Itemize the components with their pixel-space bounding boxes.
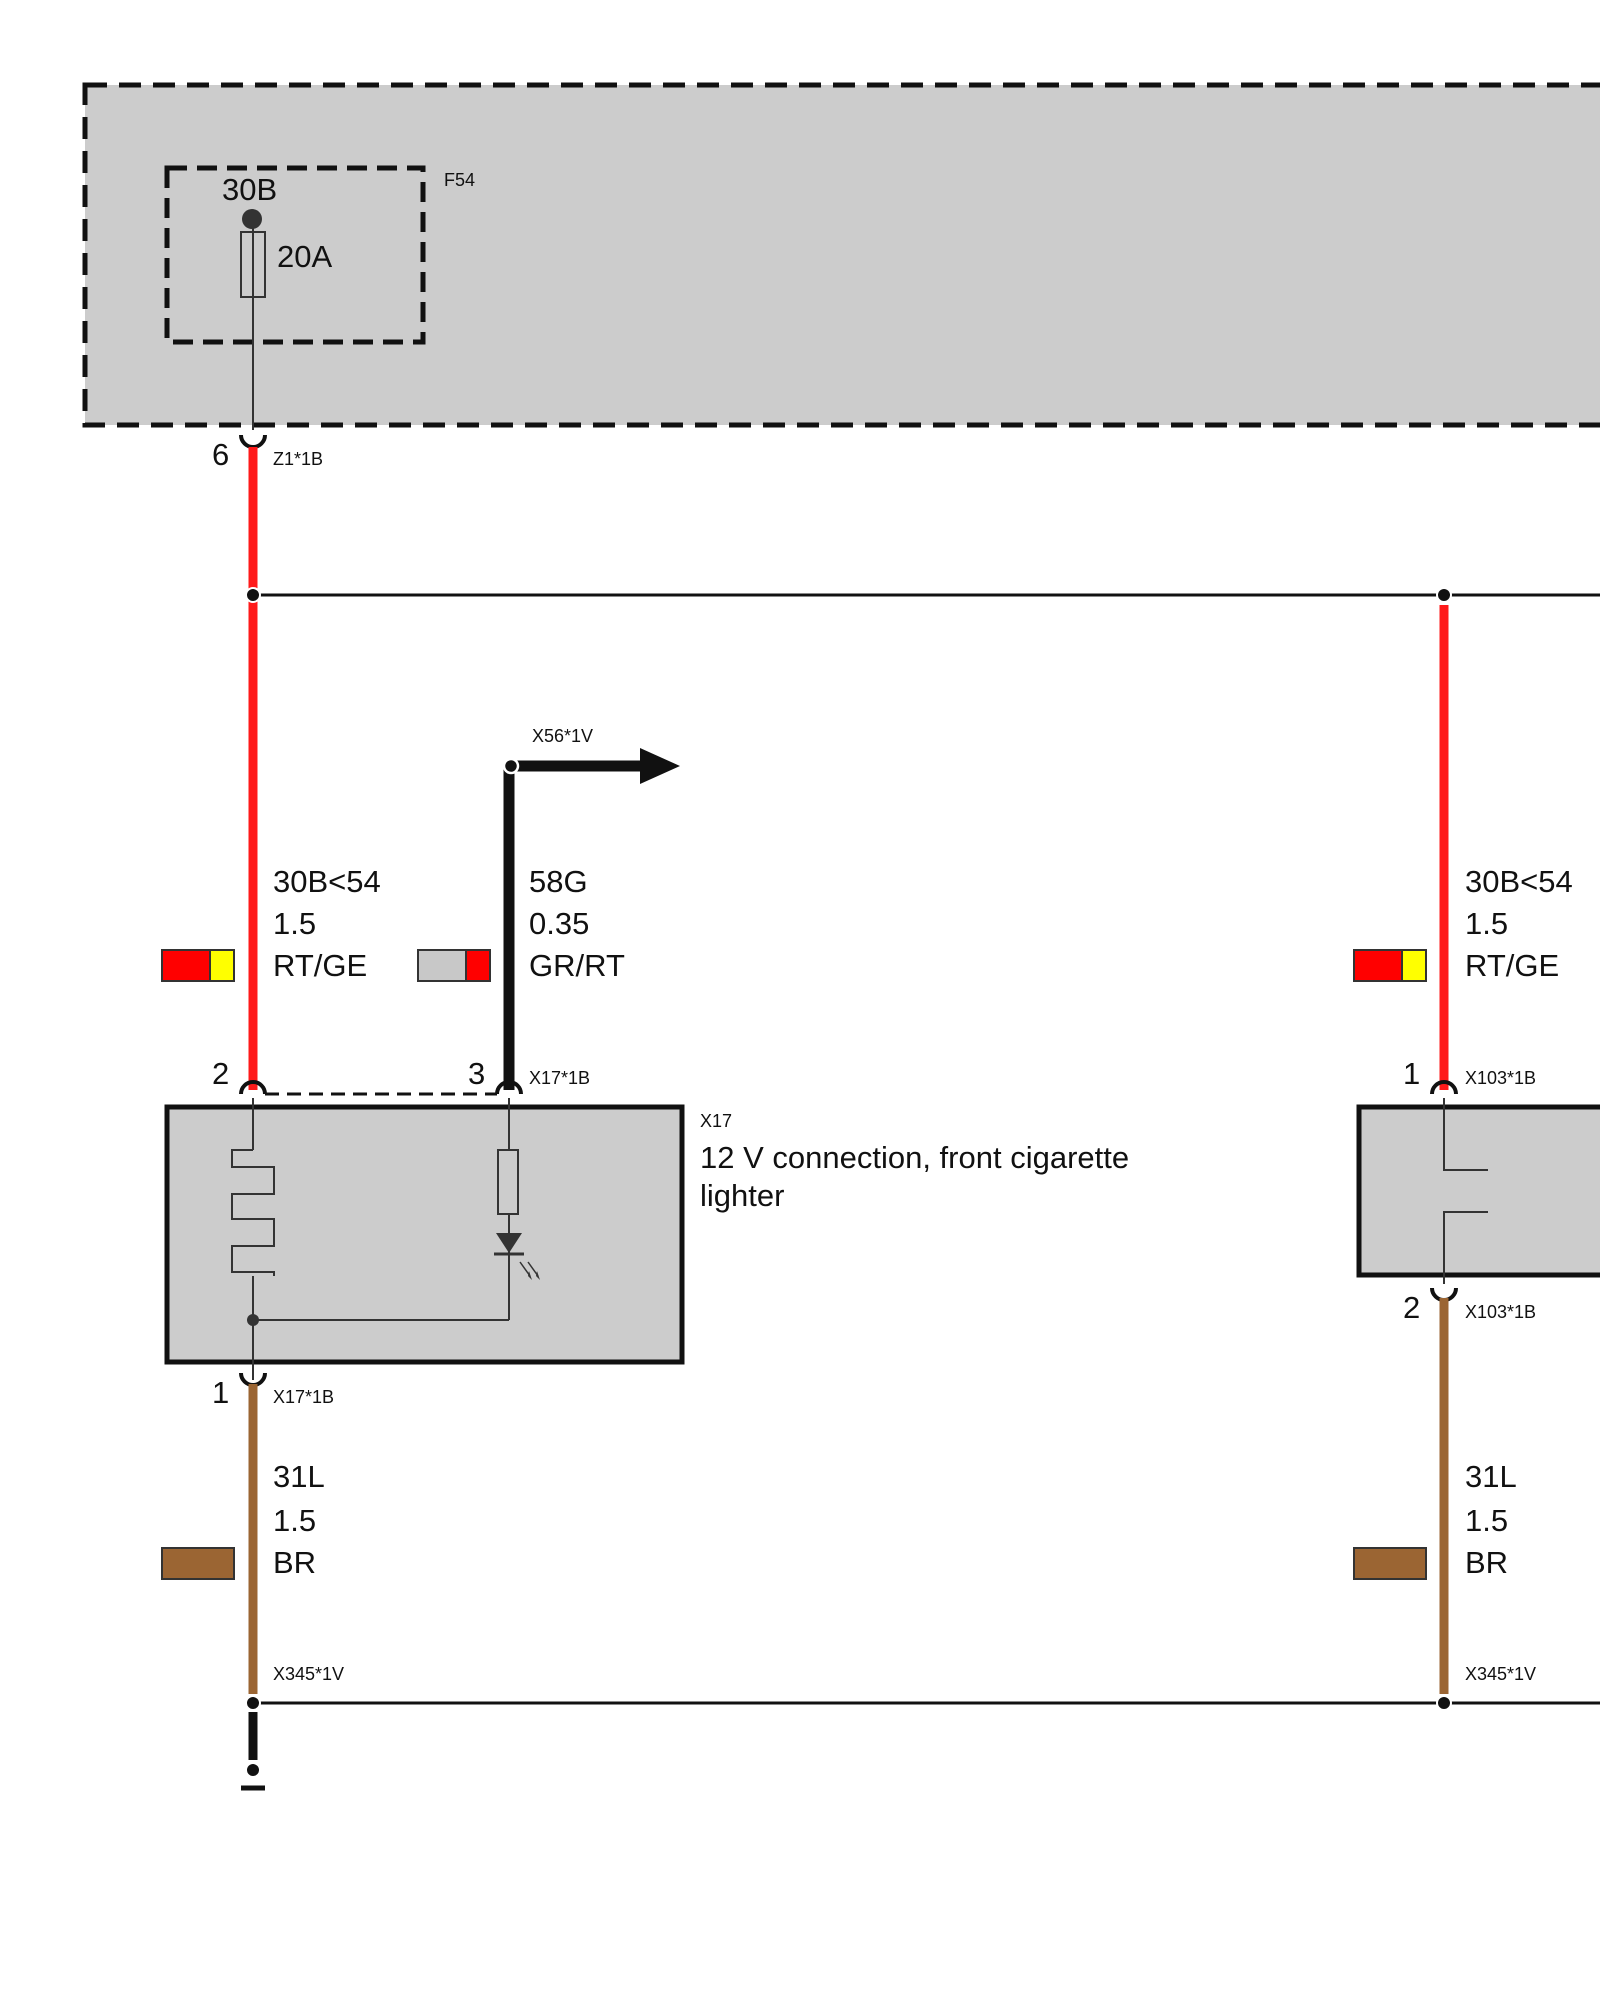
right-supply-color-swatch — [1353, 949, 1427, 982]
arrow-right-icon — [640, 748, 680, 784]
ground-bus-line — [245, 1695, 1600, 1711]
left-ground-color-swatch — [161, 1547, 235, 1580]
fuse-box-id: F54 — [444, 170, 475, 190]
x17-top-connector-id: X17*1B — [529, 1068, 590, 1088]
x103-bottom-connector-id: X103*1B — [1465, 1302, 1536, 1322]
light-wire-color-code: GR/RT — [529, 948, 625, 983]
x17-pin3-label: 3 — [468, 1056, 485, 1091]
supply-bus-line — [245, 587, 1600, 603]
light-wire-size: 0.35 — [529, 906, 589, 941]
z1-pin-label: 6 — [212, 437, 229, 472]
x56-connector-id: X56*1V — [532, 726, 593, 746]
right-ground-labels: 31L 1.5 BR X345*1V — [1353, 1459, 1536, 1684]
right-supply-color-code: RT/GE — [1465, 948, 1559, 983]
x17-top-pins: 2 3 X17*1B — [212, 1056, 590, 1096]
component-id: X17 — [700, 1111, 732, 1131]
left-supply-labels: 30B<54 1.5 RT/GE — [161, 864, 381, 983]
x345-right-connector-id: X345*1V — [1465, 1664, 1536, 1684]
right-ground-color-code: BR — [1465, 1545, 1508, 1580]
x345-left-connector-id: X345*1V — [273, 1664, 344, 1684]
component-name-line2: lighter — [700, 1178, 784, 1213]
connector-z1: 6 Z1*1B — [212, 434, 323, 472]
z1-connector-id: Z1*1B — [273, 449, 323, 469]
x103-pin1-label: 1 — [1403, 1056, 1420, 1091]
right-supply-signal: 30B<54 — [1465, 864, 1573, 899]
left-supply-size: 1.5 — [273, 906, 316, 941]
light-wire: X56*1V — [502, 726, 680, 1090]
cigarette-lighter-component: X17 12 V connection, front cigarette lig… — [164, 1098, 1129, 1380]
light-wire-labels: 58G 0.35 GR/RT — [417, 864, 625, 983]
led-icon — [494, 1233, 540, 1280]
left-supply-color-code: RT/GE — [273, 948, 367, 983]
right-supply-labels: 30B<54 1.5 RT/GE — [1353, 864, 1573, 983]
component-name-line1: 12 V connection, front cigarette — [700, 1140, 1129, 1175]
left-ground-labels: 31L 1.5 BR X345*1V — [161, 1459, 344, 1684]
left-ground-color-code: BR — [273, 1545, 316, 1580]
heating-element-icon — [231, 1149, 275, 1276]
right-ground-signal: 31L — [1465, 1459, 1517, 1494]
x17-pin2-label: 2 — [212, 1056, 229, 1091]
resistor-icon — [497, 1149, 519, 1215]
right-supply-size: 1.5 — [1465, 906, 1508, 941]
left-supply-color-swatch — [161, 949, 235, 982]
light-wire-signal: 58G — [529, 864, 588, 899]
fuse-terminal-label: 30B — [222, 172, 277, 207]
ground-icon — [241, 1712, 265, 1791]
x17-bottom-pin: 1 X17*1B — [212, 1372, 334, 1410]
x103-component: 1 X103*1B 2 X103*1B — [1356, 1056, 1600, 1325]
fuse-rating-label: 20A — [277, 239, 332, 274]
fuse-box: F54 30B 20A — [82, 82, 1600, 430]
light-wire-color-swatch — [417, 949, 491, 982]
right-ground-color-swatch — [1353, 1547, 1427, 1580]
x17-bottom-connector-id: X17*1B — [273, 1387, 334, 1407]
right-ground-size: 1.5 — [1465, 1503, 1508, 1538]
fuse-icon — [240, 219, 266, 430]
left-ground-signal: 31L — [273, 1459, 325, 1494]
left-supply-signal: 30B<54 — [273, 864, 381, 899]
x103-pin2-label: 2 — [1403, 1290, 1420, 1325]
x103-top-connector-id: X103*1B — [1465, 1068, 1536, 1088]
left-ground-size: 1.5 — [273, 1503, 316, 1538]
x17-pin1-label: 1 — [212, 1375, 229, 1410]
